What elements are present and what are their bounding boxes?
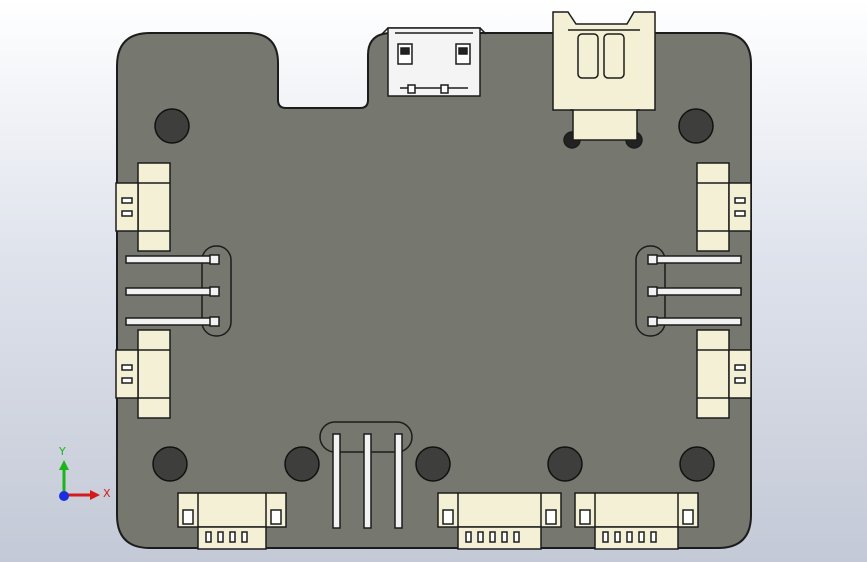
x-axis-arrowhead	[90, 490, 100, 500]
mounting-hole-bottom-3	[415, 446, 451, 482]
mounting-hole-bottom-4	[547, 446, 583, 482]
right-pin-header	[635, 245, 742, 337]
mounting-hole-bottom-2	[284, 446, 320, 482]
coordinate-triad[interactable]: X Y	[58, 445, 111, 501]
left-connector-bottom	[115, 329, 171, 419]
right-connector-top	[696, 162, 752, 252]
bottom-connector-left	[177, 492, 287, 550]
mounting-holes	[152, 108, 715, 482]
battery-connector	[552, 11, 656, 149]
bottom-pin-header	[319, 421, 413, 529]
bottom-connector-middle	[437, 492, 562, 550]
z-axis-dot	[59, 491, 69, 501]
left-pin-header	[125, 245, 232, 337]
mounting-hole-bottom-1	[152, 446, 188, 482]
left-connector-top	[115, 162, 171, 252]
micro-usb-connector	[381, 27, 487, 97]
right-connector-bottom	[696, 329, 752, 419]
y-axis-arrowhead	[59, 460, 69, 470]
y-axis-label: Y	[58, 445, 66, 458]
x-axis-label: X	[103, 487, 111, 500]
bottom-connector-right	[574, 492, 699, 550]
mounting-hole-top-right	[678, 108, 714, 144]
mounting-hole-top-left	[154, 108, 190, 144]
mounting-hole-bottom-5	[679, 446, 715, 482]
